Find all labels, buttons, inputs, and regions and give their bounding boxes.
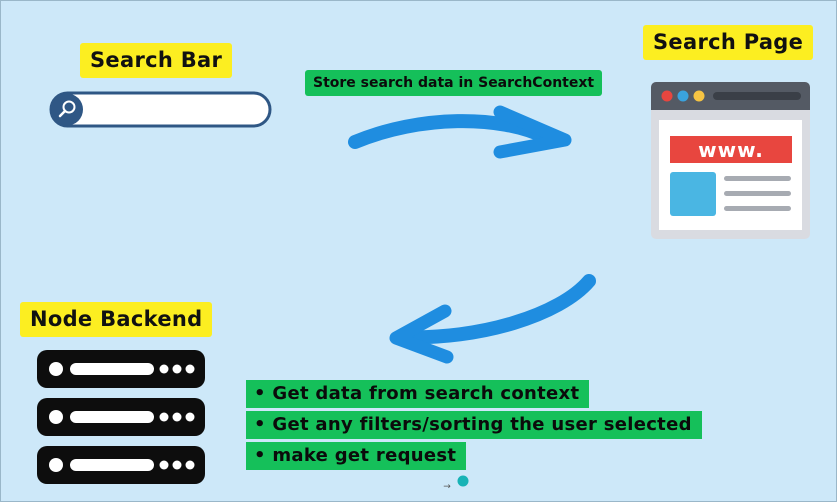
server-unit	[37, 350, 205, 388]
curved-arrow-icon	[348, 105, 572, 159]
backend-step-item: make get request	[246, 442, 467, 470]
server-rack-icon	[37, 350, 205, 484]
browser-window-icon: www.	[651, 82, 810, 239]
search-bar-label: Search Bar	[80, 43, 233, 78]
backend-step-item: Get any filters/sorting the user selecte…	[246, 411, 702, 439]
curved-arrow-icon-return	[389, 274, 596, 364]
backend-steps-list: Get data from search context Get any fil…	[246, 380, 702, 473]
server-unit	[37, 398, 205, 436]
svg-text:→: →	[443, 482, 451, 492]
nav-arrow-icon[interactable]: →	[443, 482, 451, 492]
search-icon	[51, 93, 83, 126]
search-page-label: Search Page	[643, 25, 814, 60]
backend-step-item: Get data from search context	[246, 380, 590, 408]
browser-address-text: www.	[698, 138, 764, 162]
node-backend-label: Node Backend	[20, 302, 213, 337]
nav-dot-icon[interactable]	[457, 475, 469, 487]
search-bar-graphic	[49, 91, 272, 128]
store-context-tag: Store search data in SearchContext	[305, 70, 603, 96]
server-unit	[37, 446, 205, 484]
